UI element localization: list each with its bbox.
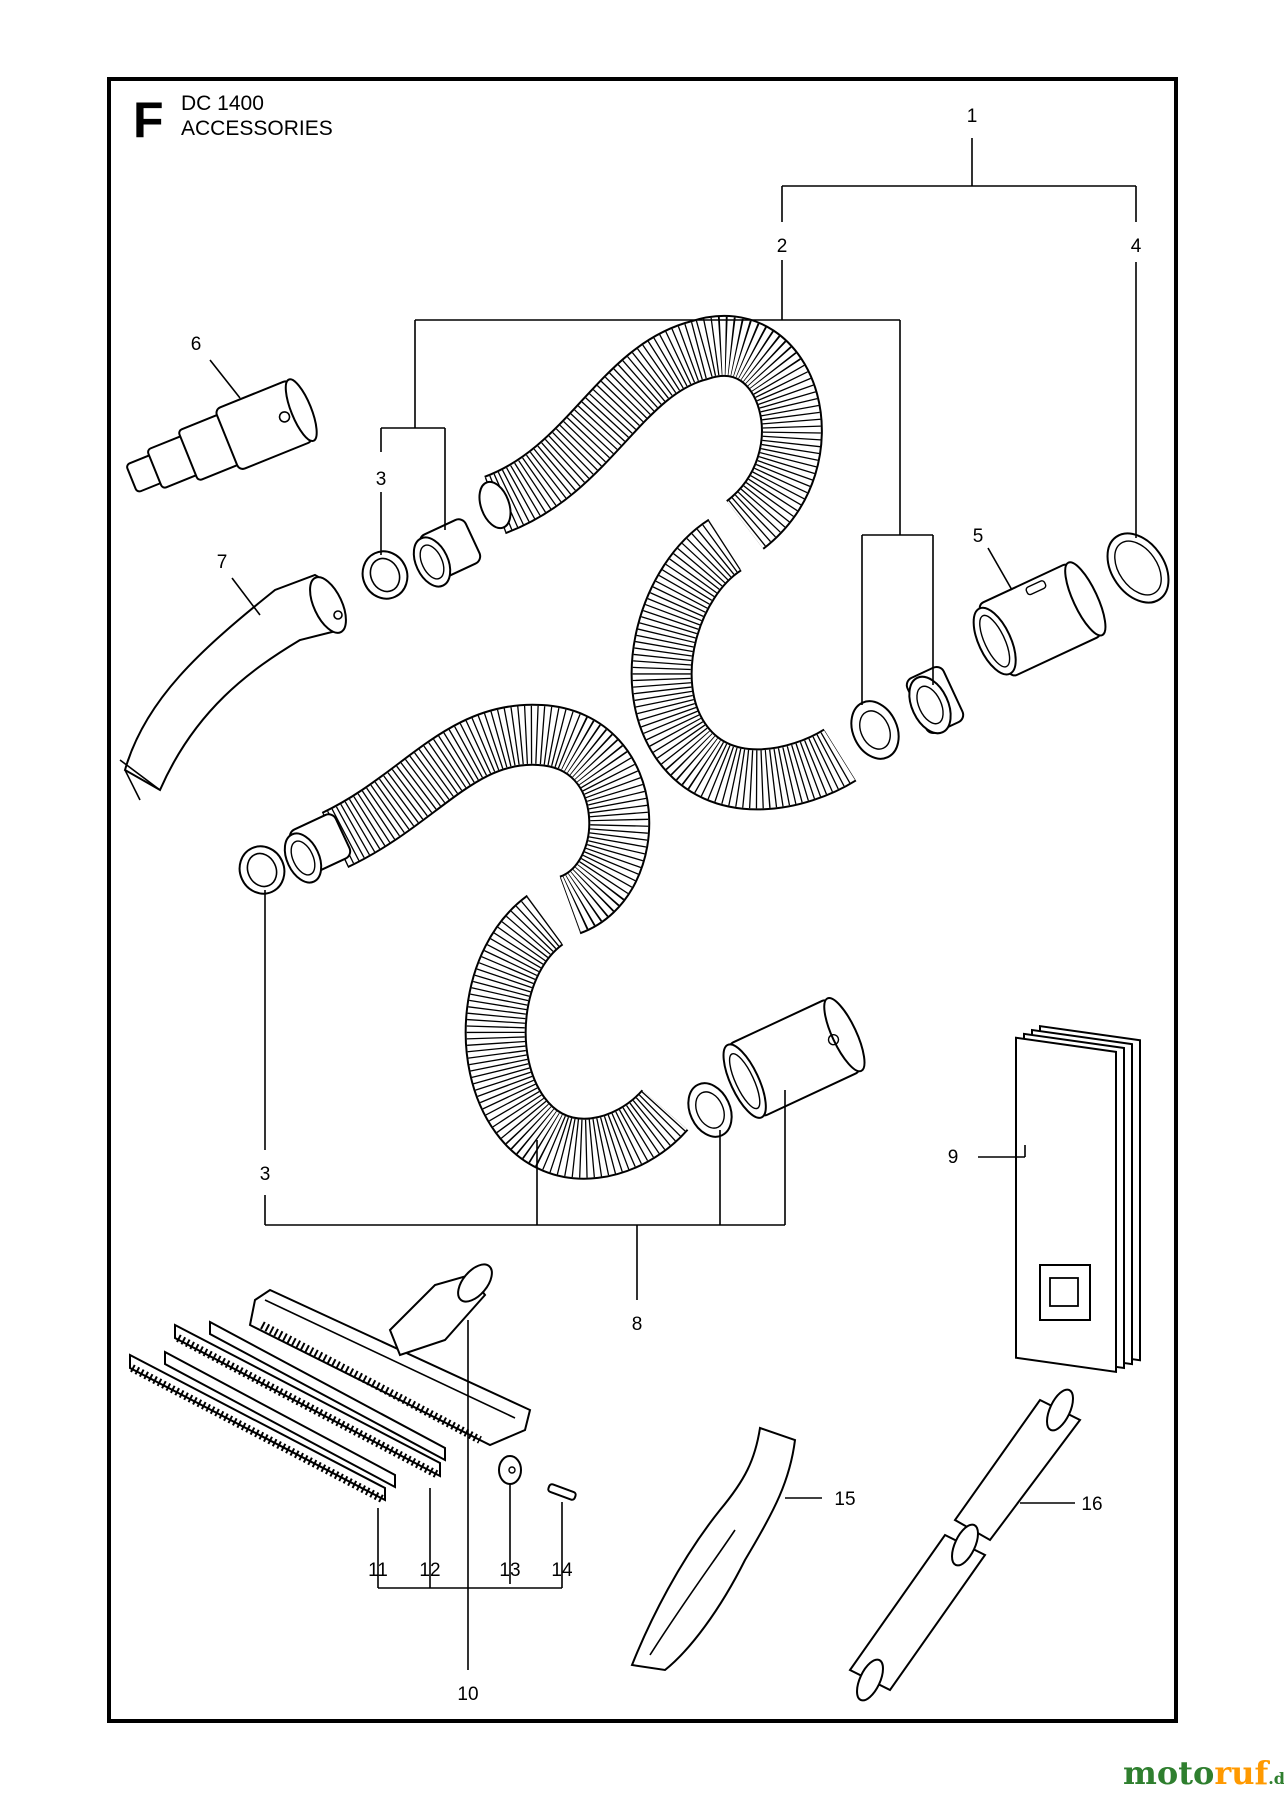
curved-handle-part-7 xyxy=(119,573,347,801)
upper-hose xyxy=(478,314,857,811)
callout-12: 12 xyxy=(419,1560,440,1581)
callout-15: 15 xyxy=(834,1489,855,1510)
wheel-part-13 xyxy=(498,1455,522,1485)
sealing-ring-part-4 xyxy=(1106,532,1170,604)
lower-hose xyxy=(321,703,689,1180)
diagram-frame xyxy=(107,77,1178,1723)
extension-tubes-part-16 xyxy=(848,1388,1082,1702)
callout-11: 11 xyxy=(368,1560,388,1581)
strips-part-11-12 xyxy=(129,1320,446,1504)
callout-7: 7 xyxy=(217,552,228,573)
clamp-lower-part-3 xyxy=(238,813,352,895)
clamp-upper-part-3 xyxy=(361,518,482,600)
callout-14: 14 xyxy=(551,1560,573,1581)
coupling-pair-right xyxy=(850,665,965,760)
callout-labels: 1 2 3 3 4 5 6 7 8 9 10 11 12 13 14 15 16 xyxy=(191,106,1142,1705)
callout-3-lower: 3 xyxy=(260,1164,271,1185)
floor-nozzle-part-10 xyxy=(248,1263,532,1447)
leader-lines xyxy=(209,138,1137,1670)
page-title: ACCESSORIES xyxy=(181,117,333,140)
crevice-nozzle-part-15 xyxy=(630,1426,797,1672)
dust-bags-part-9 xyxy=(1015,1025,1141,1373)
callout-2: 2 xyxy=(777,236,788,257)
callout-4: 4 xyxy=(1131,236,1142,257)
machine-adapter-part-5 xyxy=(972,561,1107,677)
callout-9: 9 xyxy=(948,1147,959,1168)
callout-16: 16 xyxy=(1081,1494,1102,1515)
callout-8: 8 xyxy=(632,1314,643,1335)
callout-6: 6 xyxy=(191,334,202,355)
callout-3-upper: 3 xyxy=(376,469,387,490)
adapter-tube-part-6 xyxy=(126,378,318,493)
watermark-logo: motoruf.de xyxy=(1123,1754,1284,1792)
model-name: DC 1400 xyxy=(181,92,264,115)
callout-10: 10 xyxy=(457,1684,478,1705)
axle-pin-part-14 xyxy=(547,1483,577,1501)
callout-1: 1 xyxy=(967,106,978,127)
coupling-lower xyxy=(687,1082,733,1138)
svg-text:motoruf.de: motoruf.de xyxy=(1123,1754,1284,1792)
section-letter: F xyxy=(133,92,164,148)
callout-13: 13 xyxy=(499,1560,520,1581)
sleeve-tube xyxy=(722,997,866,1119)
callout-5: 5 xyxy=(973,526,984,547)
